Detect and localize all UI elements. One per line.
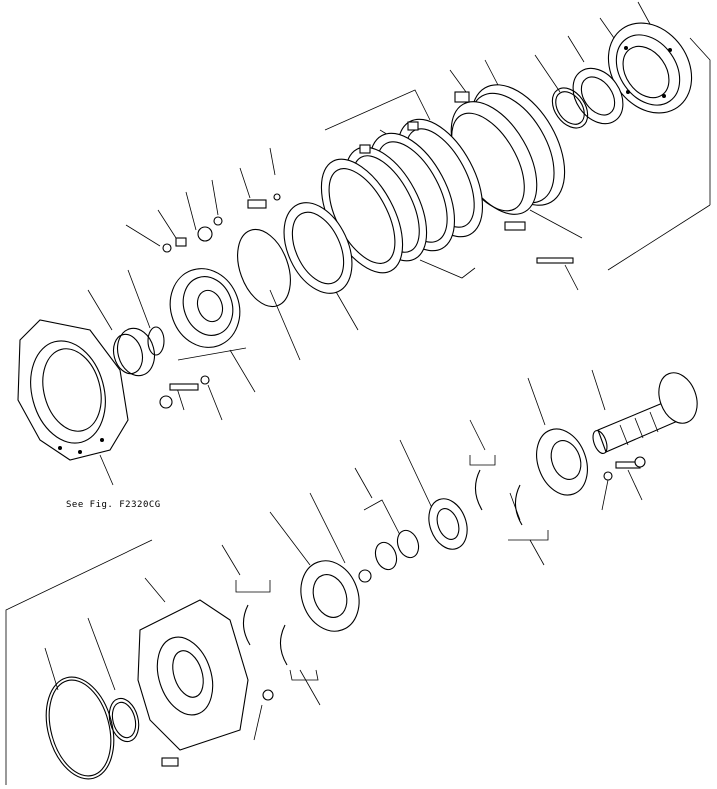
figure-reference-note: See Fig. F2320CG: [66, 500, 161, 510]
ring-gear: [283, 202, 353, 294]
thin-seal-ring: [237, 228, 291, 308]
output-shaft: [592, 372, 698, 455]
small-hardware: [159, 193, 574, 409]
bearing-cone: [428, 498, 468, 550]
piston-plate: [450, 84, 566, 215]
planet-carrier: [169, 268, 241, 348]
rear-case: [137, 599, 249, 751]
snap-ring-bottom: [108, 697, 140, 743]
retainer-bolt: [603, 456, 646, 481]
split-rings-pair-right: [474, 469, 523, 526]
clutch-piston-housing: [607, 22, 693, 114]
snap-ring-mid: [147, 326, 165, 356]
rear-case-bolt: [161, 689, 274, 767]
flange-housing: [300, 560, 360, 632]
snap-ring-top: [551, 87, 589, 129]
clutch-disc-stack: [320, 118, 484, 274]
bearing-retainer: [536, 428, 588, 496]
leader-lines: [44, 1, 651, 741]
bearing-ring: [572, 67, 624, 125]
bearing-races: [358, 529, 420, 583]
needle-bearing: [112, 327, 156, 377]
frame-lines: [5, 37, 711, 785]
transmission-case: [17, 319, 129, 461]
split-rings-pair-left: [242, 604, 288, 666]
large-o-ring: [45, 676, 115, 780]
